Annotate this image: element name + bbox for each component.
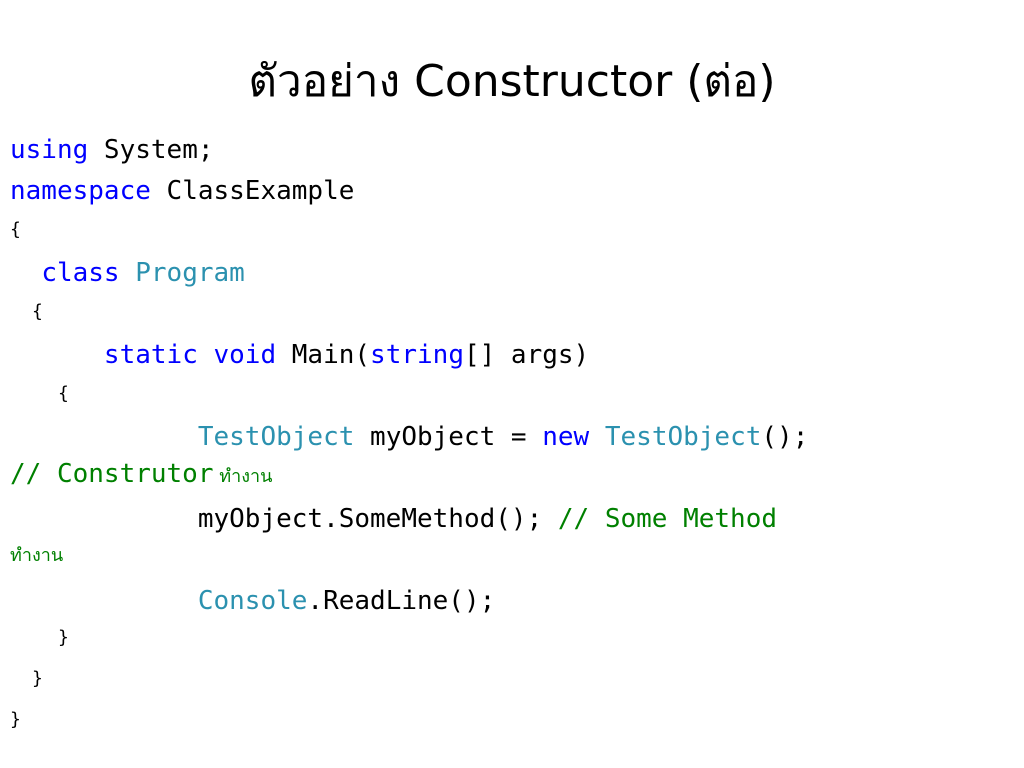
- indent: [10, 422, 198, 452]
- keyword-namespace: namespace: [10, 176, 151, 206]
- code-text: System;: [88, 135, 214, 165]
- comment: // Some Method: [557, 504, 778, 534]
- code-line-brace-close-class: }: [32, 668, 43, 690]
- code-line-brace-open-class: {: [32, 301, 43, 323]
- brace: {: [32, 301, 43, 322]
- code-line-brace-close-namespace: }: [10, 709, 21, 731]
- title-paren-thai: ต่อ: [703, 56, 759, 107]
- indent: [10, 586, 198, 616]
- code-line-brace-open-namespace: {: [10, 219, 21, 241]
- code-line-namespace: namespace ClassExample: [10, 176, 354, 206]
- brace: {: [10, 219, 21, 240]
- brace: }: [58, 627, 69, 648]
- keyword-new: new: [542, 422, 590, 452]
- indent: [10, 258, 41, 288]
- code-line-new-object: TestObject myObject = new TestObject();: [10, 422, 809, 452]
- type-testobject: TestObject: [197, 422, 355, 452]
- comment-thai: ทำงาน: [10, 545, 64, 566]
- keyword-class: class: [41, 258, 120, 288]
- code-text: ClassExample: [150, 176, 355, 206]
- type-console: Console: [197, 586, 308, 616]
- keyword-string: string: [370, 340, 464, 370]
- space: [198, 340, 214, 370]
- indent: [10, 504, 198, 534]
- slide-title: ตัวอย่าง Constructor (ต่อ): [0, 56, 1024, 109]
- type-program: Program: [135, 258, 245, 288]
- title-thai: ตัวอย่าง: [248, 56, 401, 107]
- code-text: myObject.SomeMethod();: [197, 504, 558, 534]
- code-line-brace-close-main: }: [58, 627, 69, 649]
- title-paren-close: ): [758, 56, 776, 107]
- indent: [10, 340, 104, 370]
- code-text: .ReadLine();: [307, 586, 496, 616]
- type-testobject: TestObject: [604, 422, 762, 452]
- comment-thai: ทำงาน: [213, 466, 273, 487]
- code-line-comment-thai: ทำงาน: [10, 545, 63, 567]
- brace: {: [58, 383, 69, 404]
- code-line-main: static void Main(string[] args): [10, 340, 589, 370]
- brace: }: [32, 668, 43, 689]
- code-line-comment-constructor: // Construtor ทำงาน: [10, 459, 272, 492]
- keyword-static: static: [103, 340, 198, 370]
- space: [120, 258, 136, 288]
- code-line-brace-open-main: {: [58, 383, 69, 405]
- code-line-some-method: myObject.SomeMethod(); // Some Method: [10, 504, 777, 534]
- code-line-using: using System;: [10, 135, 214, 165]
- code-line-class: class Program: [10, 258, 245, 288]
- code-text: ();: [761, 422, 809, 452]
- keyword-void: void: [213, 340, 277, 370]
- code-text: [] args): [463, 340, 590, 370]
- space: [589, 422, 605, 452]
- brace: }: [10, 709, 21, 730]
- code-text: myObject =: [354, 422, 543, 452]
- keyword-using: using: [10, 135, 89, 165]
- title-main: Constructor: [414, 56, 673, 107]
- code-line-readline: Console.ReadLine();: [10, 586, 495, 616]
- comment: // Construtor: [10, 459, 214, 489]
- code-text: Main(: [276, 340, 371, 370]
- title-paren-open: (: [686, 56, 704, 107]
